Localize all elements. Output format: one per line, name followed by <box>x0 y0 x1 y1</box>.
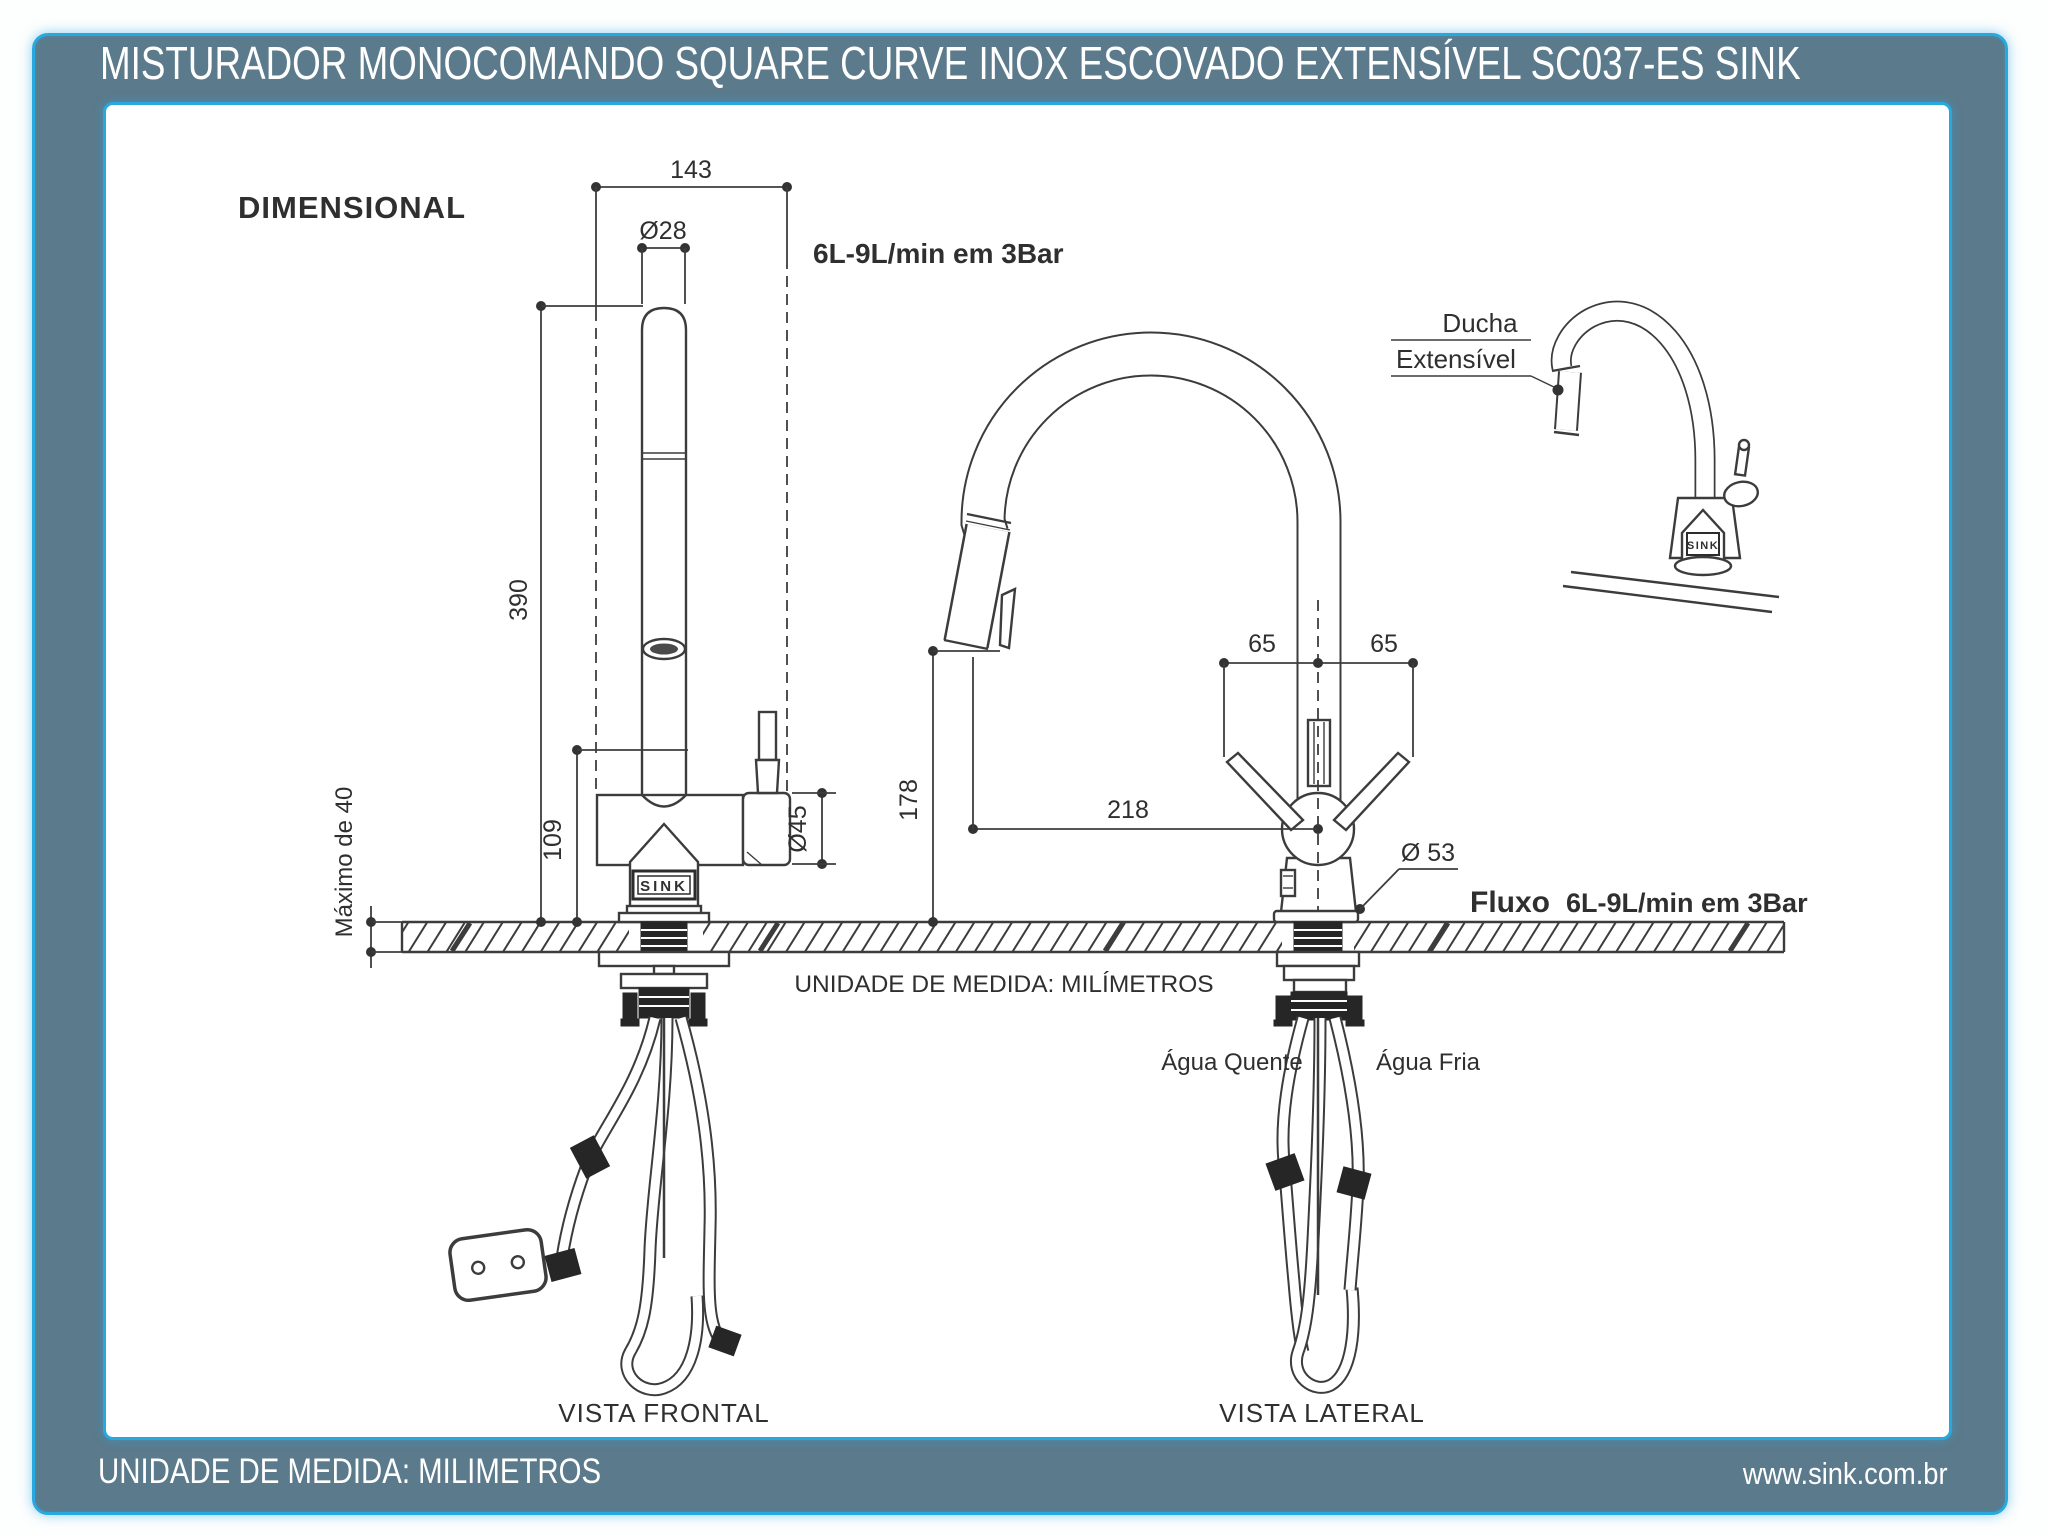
page-title: MISTURADOR MONOCOMANDO SQUARE CURVE INOX… <box>100 37 1801 89</box>
footer-unit-label: UNIDADE DE MEDIDA: MILIMETROS <box>98 1452 602 1491</box>
cold-water-label: Água Fria <box>1376 1049 1481 1076</box>
hose-counterweight <box>448 1227 548 1303</box>
brand-badge-front: SINK <box>640 878 688 895</box>
inset-view: Ducha Extensível SINK <box>1391 300 1780 614</box>
dim-max40-label: Máximo de 40 <box>331 787 358 938</box>
section-title: DIMENSIONAL <box>238 190 466 225</box>
dim-d53-label: Ø 53 <box>1401 839 1455 867</box>
dim-65-right-label: 65 <box>1370 630 1398 658</box>
dim-218-label: 218 <box>1107 796 1149 824</box>
front-joystick <box>757 710 778 762</box>
front-spout-tube <box>640 306 688 795</box>
inset-label-ducha: Ducha <box>1442 308 1518 338</box>
front-view-caption: VISTA FRONTAL <box>558 1398 769 1428</box>
inset-gooseneck <box>1550 300 1716 500</box>
dim-178-label: 178 <box>895 779 923 821</box>
side-lever-right <box>1332 751 1411 832</box>
side-shank <box>1293 921 1343 953</box>
dim-d45-label: Ø45 <box>784 805 812 852</box>
front-hoses <box>544 1016 742 1397</box>
dim-109-label: 109 <box>539 819 567 861</box>
spray-trigger <box>998 587 1017 650</box>
front-view-dimensions: 143 Ø28 390 109 Máximo de 40 <box>331 156 836 968</box>
countertop <box>400 920 1786 954</box>
front-mounting-hardware <box>597 950 731 1027</box>
side-lever-left <box>1225 751 1305 832</box>
inset-leader-dot <box>1552 384 1564 396</box>
side-handle-shaft <box>1306 718 1332 788</box>
front-base-flange <box>617 911 711 924</box>
flow-label-bold: Fluxo <box>1470 886 1550 919</box>
hose-connector-nut <box>569 1135 611 1179</box>
side-mounting-hardware <box>1273 950 1365 1027</box>
dim-390-label: 390 <box>505 579 533 621</box>
hose-end-nut <box>544 1247 582 1283</box>
dim-d28-label: Ø28 <box>639 217 686 245</box>
dim-65-left-label: 65 <box>1248 630 1276 658</box>
side-hoses <box>1265 1016 1372 1394</box>
inset-handle-dome <box>1722 480 1760 508</box>
unit-note: UNIDADE DE MEDIDA: MILÍMETROS <box>794 971 1213 998</box>
brand-badge-inset: SINK <box>1687 540 1719 552</box>
side-base-flange <box>1272 909 1360 924</box>
inset-base <box>1673 555 1733 577</box>
side-view <box>943 331 1411 1394</box>
front-view: SINK <box>448 306 792 1397</box>
front-shank <box>640 921 688 953</box>
side-view-caption: VISTA LATERAL <box>1219 1398 1425 1428</box>
dim-143-label: 143 <box>670 156 712 184</box>
footer-website-link[interactable]: www.sink.com.br <box>1743 1456 1948 1491</box>
hatch-accent-lines <box>449 921 1751 953</box>
flow-label-spec: 6L-9L/min em 3Bar <box>1566 888 1808 918</box>
hot-water-label: Água Quente <box>1161 1049 1302 1076</box>
inset-label-extensivel: Extensível <box>1396 344 1516 374</box>
flow-spec-note: 6L-9L/min em 3Bar <box>813 238 1064 269</box>
side-view-dimensions: 65 65 218 178 Ø 53 <box>895 630 1458 927</box>
